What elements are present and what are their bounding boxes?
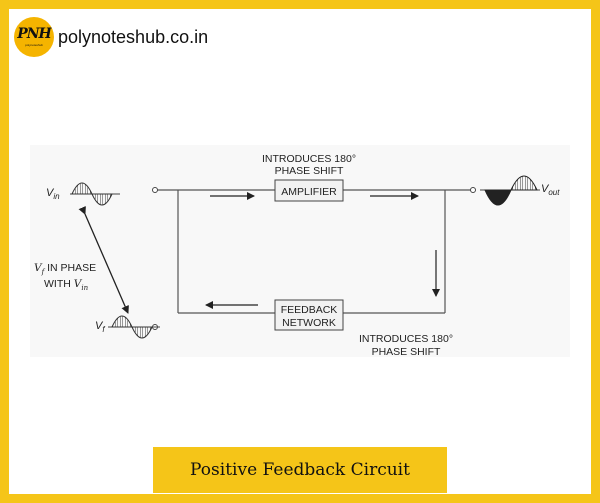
feedback-label-line1: FEEDBACK xyxy=(281,304,338,316)
site-name[interactable]: polynoteshub.co.in xyxy=(58,26,209,47)
input-terminal xyxy=(152,187,158,193)
caption-banner: Positive Feedback Circuit xyxy=(153,447,447,493)
vout-negative-lobe xyxy=(484,189,512,206)
site-logo[interactable]: PNH polynoteshub xyxy=(14,17,54,57)
in-phase-arrow xyxy=(78,205,129,314)
feedback-phase-note-line1: INTRODUCES 180° xyxy=(359,333,453,345)
feedback-label-line2: NETWORK xyxy=(282,317,336,329)
output-terminal xyxy=(470,187,476,193)
caption-text: Positive Feedback Circuit xyxy=(190,460,410,480)
in-phase-note-line1: Vf IN PHASE xyxy=(34,262,96,276)
amplifier-label: AMPLIFIER xyxy=(281,186,337,198)
vf-label: Vf xyxy=(95,320,105,334)
vout-label: Vout xyxy=(541,183,560,197)
vin-label: Vin xyxy=(46,187,60,201)
logo-subtext: polynoteshub xyxy=(25,43,43,47)
vf-waveform xyxy=(111,315,153,339)
in-phase-note-line2: WITH Vin xyxy=(44,278,89,292)
brand-header[interactable]: PNH polynoteshub polynoteshub.co.in xyxy=(14,17,208,57)
vout-positive-lobe xyxy=(510,175,538,191)
amplifier-phase-note-line2: PHASE SHIFT xyxy=(275,165,344,177)
amplifier-phase-note-line1: INTRODUCES 180° xyxy=(262,153,356,165)
amplifier-block xyxy=(274,179,344,202)
logo-text: PNH xyxy=(17,26,52,42)
vin-waveform xyxy=(71,182,113,206)
feedback-network-block xyxy=(274,299,344,331)
feedback-phase-note-line2: PHASE SHIFT xyxy=(372,346,441,358)
